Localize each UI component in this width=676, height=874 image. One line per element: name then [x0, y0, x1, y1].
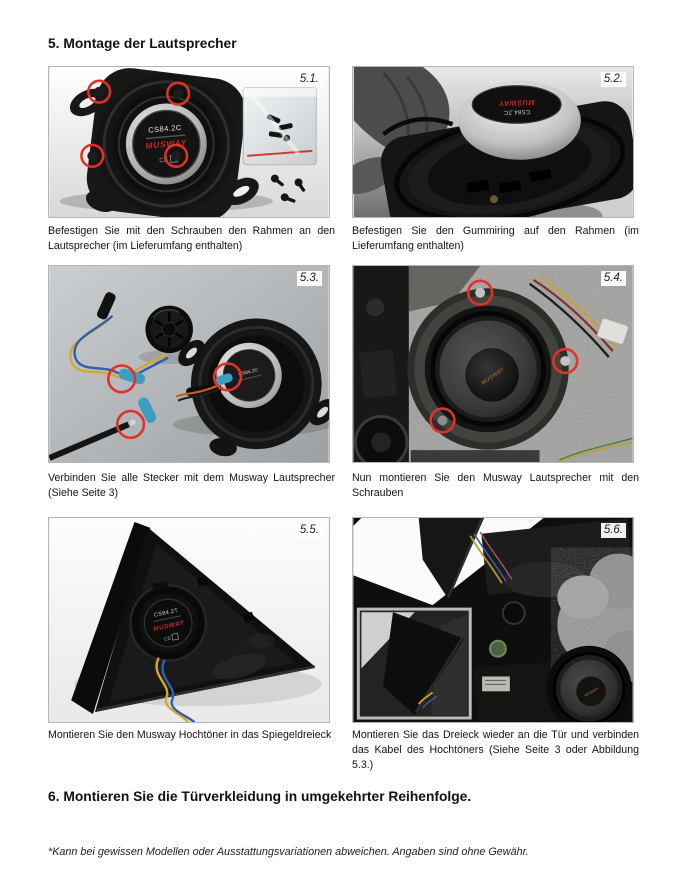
photo-step-5-3: CS84.2C 5.3. — [48, 265, 330, 463]
mounted-speaker: MUSWAY — [546, 645, 632, 722]
screw-bag — [242, 87, 317, 166]
screw-highlight-circles — [429, 279, 579, 434]
door-reassembly-illustration: MUSWAY — [353, 518, 633, 722]
caption-step-5-6: Montieren Sie das Dreieck wieder an die … — [352, 729, 639, 771]
figure-number-5-6: 5.6. — [600, 523, 626, 538]
photo-step-5-6: MUSWAY 5.6. — [352, 517, 634, 723]
tweeter-wires — [155, 657, 196, 722]
speaker-with-screws-illustration: CS84.2C MUSWAY CE — [49, 67, 329, 217]
model-text: CS84.2C — [503, 108, 530, 115]
speaker-with-rubber-ring: CS84.2C MUSWAY — [380, 80, 633, 217]
page-title: 5. Montage der Lautsprecher — [48, 36, 237, 51]
door-frame — [353, 266, 540, 462]
figure-number-5-1: 5.1. — [296, 72, 322, 87]
connector-highlight-circles — [107, 362, 243, 440]
tweeter-in-mirror-triangle-illustration: CS84.2T MUSWAY CE — [49, 518, 329, 722]
speaker-rear-view: CS84.2C MUSWAY CE — [69, 68, 259, 217]
photo-step-5-4: MUSWAY 5.4. — [352, 265, 634, 463]
wiring-connection-illustration: CS84.2C — [49, 266, 329, 462]
figure-number-5-3: 5.3. — [296, 271, 322, 286]
model-text: CS84.2C — [148, 123, 182, 135]
loose-screws — [270, 174, 306, 203]
door-wiring — [469, 531, 513, 584]
tweeter-rear: CS84.2T MUSWAY CE — [129, 581, 208, 662]
caption-step-5-3: Verbinden Sie alle Stecker mit dem Muswa… — [48, 472, 335, 499]
door-wiring — [528, 275, 633, 462]
ce-mark-text: CE — [159, 157, 168, 165]
brand-text: MUSWAY — [498, 98, 535, 108]
ce-mark-text: CE — [164, 635, 173, 642]
tweeter — [145, 305, 193, 354]
caption-step-5-1: Befestigen Sie mit den Schrauben den Rah… — [48, 225, 335, 252]
disclaimer-footnote: *Kann bei gewissen Modellen oder Ausstat… — [48, 846, 529, 858]
photo-step-5-1: CS84.2C MUSWAY CE — [48, 66, 330, 218]
section-6-heading: 6. Montieren Sie die Türverkleidung in u… — [48, 789, 472, 804]
figure-number-5-5: 5.5. — [296, 523, 322, 538]
caption-step-5-2: Befestigen Sie den Gummiring auf den Rah… — [352, 225, 639, 252]
mounted-speaker-illustration: MUSWAY — [353, 266, 633, 462]
screw-highlight-circles — [80, 79, 191, 168]
figure-number-5-4: 5.4. — [600, 271, 626, 286]
photo-step-5-2: CS84.2C MUSWAY 5.2. — [352, 66, 634, 218]
model-text: CS84.2T — [153, 608, 179, 619]
model-text: CS84.2C — [238, 367, 259, 378]
photo-step-5-5: CS84.2T MUSWAY CE 5.5. — [48, 517, 330, 723]
brand-text: MUSWAY — [145, 137, 188, 151]
speaker-cable — [49, 368, 233, 461]
caption-step-5-5: Montieren Sie den Musway Hochtöner in da… — [48, 729, 332, 741]
brand-text: MUSWAY — [584, 686, 600, 698]
caption-step-5-4: Nun montieren Sie den Musway Lautspreche… — [352, 472, 639, 499]
figure-number-5-2: 5.2. — [600, 72, 626, 87]
main-speaker: CS84.2C — [178, 318, 329, 457]
inset-photo — [356, 607, 472, 720]
rubber-ring-mounting-illustration: CS84.2C MUSWAY — [353, 67, 633, 217]
